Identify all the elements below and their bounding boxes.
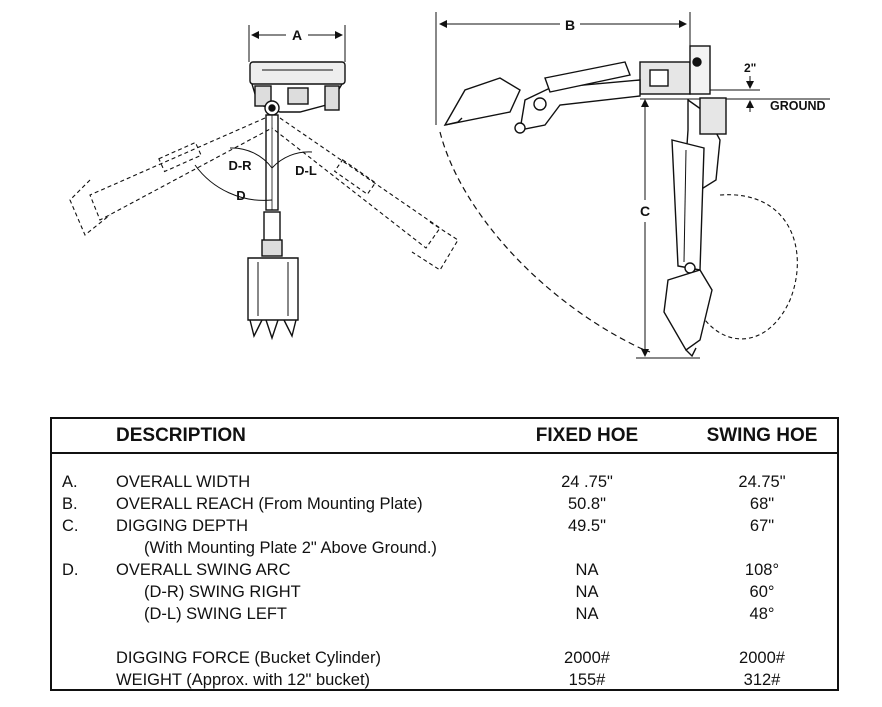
label-d-l: D-L [295, 163, 317, 178]
row-description: (D-R) SWING RIGHT [144, 583, 301, 601]
swung-boom-left [69, 117, 273, 236]
row-swing-value: 312# [743, 671, 781, 689]
row-fixed-value: 50.8" [568, 495, 606, 513]
dimension-c [636, 99, 700, 359]
header-rule [52, 452, 837, 454]
extended-bucket [443, 77, 521, 126]
row-swing-value: 60° [749, 583, 775, 601]
row-swing-value: 108° [744, 561, 780, 579]
extended-boom [514, 61, 641, 134]
arc-d [194, 164, 273, 201]
row-fixed-value: NA [575, 605, 599, 623]
row-swing-value: 68" [749, 495, 775, 513]
arc-d-r [229, 147, 273, 169]
row-letter: A. [62, 473, 78, 491]
top-view [69, 25, 459, 341]
row-fixed-value: 155# [568, 671, 606, 689]
label-c: C [640, 203, 650, 219]
alternate-position-outline [704, 194, 798, 340]
row-fixed-value: 24 .75" [561, 473, 613, 491]
row-fixed-value: 2000# [564, 649, 610, 667]
lowered-boom [671, 97, 727, 274]
row-swing-value: 67" [749, 517, 775, 535]
row-fixed-value: 49.5" [568, 517, 606, 535]
side-view [435, 12, 830, 359]
row-description: OVERALL SWING ARC [116, 561, 291, 579]
center-boom [261, 114, 283, 257]
arc-d-l [271, 151, 313, 169]
row-swing-value: 2000# [739, 649, 785, 667]
header-description: DESCRIPTION [116, 425, 246, 446]
label-d: D [236, 188, 245, 203]
side-mount [639, 45, 711, 95]
row-swing-value: 24.75" [738, 473, 786, 491]
spec-table: DESCRIPTION FIXED HOE SWING HOE A. OVERA… [50, 417, 839, 691]
row-swing-value: 48° [749, 605, 775, 623]
row-description: OVERALL REACH (From Mounting Plate) [116, 495, 423, 513]
backhoe-diagram: A D-R D-L D [69, 12, 830, 359]
row-description: (With Mounting Plate 2" Above Ground.) [144, 539, 437, 557]
row-description: WEIGHT (Approx. with 12" bucket) [116, 671, 371, 689]
label-ground: GROUND [770, 99, 826, 113]
mounting-frame [249, 61, 346, 116]
swung-boom-right [271, 117, 459, 271]
dimension-b [435, 12, 691, 125]
label-b: B [565, 17, 575, 33]
reach-envelope [439, 131, 651, 353]
row-fixed-value: NA [575, 561, 599, 579]
row-description: DIGGING DEPTH [116, 517, 249, 535]
row-letter: C. [62, 517, 79, 535]
lowered-bucket [663, 269, 713, 358]
label-a: A [292, 27, 302, 43]
dimension-a [248, 25, 346, 62]
row-description: DIGGING FORCE (Bucket Cylinder) [116, 649, 381, 667]
row-fixed-value: NA [575, 583, 599, 601]
row-letter: D. [62, 561, 79, 579]
label-two-inch: 2" [744, 61, 756, 75]
header-swing-hoe: SWING HOE [706, 425, 818, 446]
row-letter: B. [62, 495, 78, 513]
row-description: (D-L) SWING LEFT [144, 605, 287, 623]
header-fixed-hoe: FIXED HOE [535, 425, 639, 446]
label-d-r: D-R [228, 158, 252, 173]
bucket-top-view [247, 257, 299, 341]
row-description: OVERALL WIDTH [116, 473, 251, 491]
